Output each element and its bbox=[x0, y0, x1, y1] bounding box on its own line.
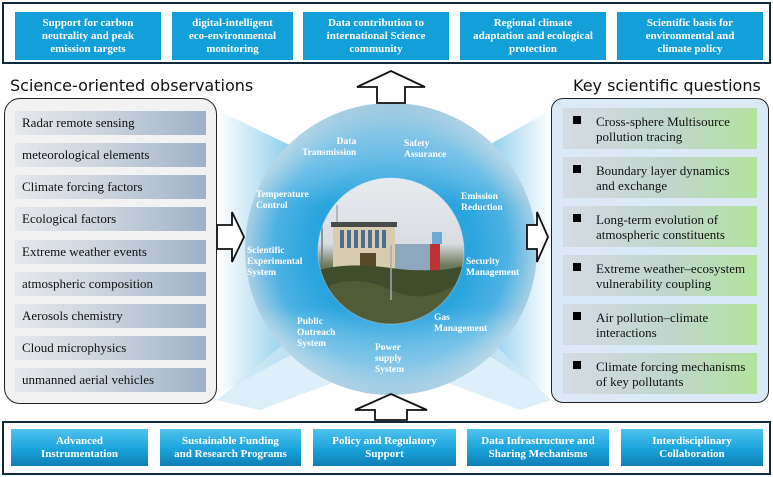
observation-item: Ecological factors bbox=[15, 207, 206, 231]
outcome-line: adaptation and ecological bbox=[473, 29, 593, 42]
photo-border bbox=[317, 177, 465, 325]
outcome-line: international Science bbox=[326, 29, 426, 42]
outcome-line: Regional climate bbox=[493, 16, 573, 29]
outcome-line: Scientific basis for bbox=[646, 16, 734, 29]
observation-label: unmanned aerial vehicles bbox=[22, 372, 155, 387]
observation-label: Ecological factors bbox=[22, 211, 117, 226]
observation-label: Radar remote sensing bbox=[22, 115, 135, 130]
observation-item: Radar remote sensing bbox=[15, 111, 206, 135]
outcome-line: digital-intelligent bbox=[192, 16, 273, 29]
square-bullet-icon bbox=[573, 116, 581, 124]
left-section-title: Science-oriented observations bbox=[10, 76, 254, 95]
arrow-up-bottom-icon bbox=[354, 393, 428, 421]
right-section-title: Key scientific questions bbox=[573, 76, 761, 95]
observation-item: Aerosols chemistry bbox=[15, 304, 206, 328]
outcome-line: environmental and bbox=[645, 29, 735, 42]
observation-item: atmospheric composition bbox=[15, 272, 206, 296]
observation-label: meteorological elements bbox=[22, 147, 150, 162]
observation-item: Cloud microphysics bbox=[15, 336, 206, 360]
outcome-line: climate policy bbox=[657, 42, 723, 55]
station-photo bbox=[318, 178, 464, 324]
observations-panel: Radar remote sensing meteorological elem… bbox=[4, 98, 217, 404]
outcome-line: Support for carbon bbox=[42, 16, 134, 29]
outcome-line: emission targets bbox=[50, 42, 126, 55]
square-bullet-icon bbox=[573, 263, 581, 271]
square-bullet-icon bbox=[573, 214, 581, 222]
observation-label: atmospheric composition bbox=[22, 276, 154, 291]
observation-item: Extreme weather events bbox=[15, 240, 206, 264]
outcome-line: neutrality and peak bbox=[41, 29, 135, 42]
arrow-right-right-icon bbox=[526, 211, 549, 263]
observation-label: Extreme weather events bbox=[22, 244, 147, 259]
arrow-up-top-icon bbox=[356, 70, 426, 104]
square-bullet-icon bbox=[573, 312, 581, 320]
outcome-line: protection bbox=[508, 42, 558, 55]
square-bullet-icon bbox=[573, 361, 581, 369]
square-bullet-icon bbox=[573, 165, 581, 173]
observation-label: Climate forcing factors bbox=[22, 179, 143, 194]
outcome-line: monitoring bbox=[206, 42, 259, 55]
outcome-line: community bbox=[349, 42, 403, 55]
observation-label: Cloud microphysics bbox=[22, 340, 127, 355]
observation-item: meteorological elements bbox=[15, 143, 206, 167]
observation-label: Aerosols chemistry bbox=[22, 308, 123, 323]
observation-item: Climate forcing factors bbox=[15, 175, 206, 199]
observation-item: unmanned aerial vehicles bbox=[15, 368, 206, 392]
outcome-line: Data contribution to bbox=[328, 16, 424, 29]
arrow-right-left-icon bbox=[216, 211, 245, 263]
outcome-line: eco-environmental bbox=[188, 29, 277, 42]
